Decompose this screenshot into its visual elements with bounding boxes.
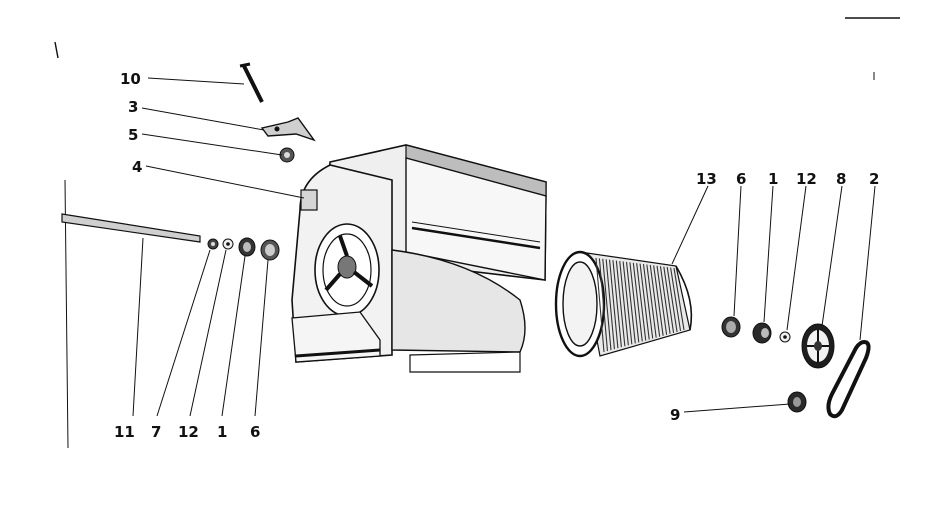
wheel-blade <box>598 258 609 352</box>
callout-13: 13 <box>696 170 717 188</box>
wheel-blade <box>636 263 647 341</box>
wheel-blade <box>659 266 671 334</box>
callout-7: 7 <box>151 423 161 441</box>
wheel-blade <box>605 259 615 350</box>
wheel-blade <box>663 266 675 333</box>
part-nut <box>279 147 295 163</box>
callout-4: 4 <box>132 158 142 176</box>
blower-housing <box>291 144 547 373</box>
wheel-blade <box>639 263 650 340</box>
leader-lines <box>132 77 876 417</box>
wheel-blade <box>622 261 633 345</box>
wheel-blade <box>595 257 605 353</box>
wheel-blade <box>670 267 682 332</box>
callout-12-bottom: 12 <box>178 423 199 441</box>
part-pulley <box>801 323 835 369</box>
callout-2: 2 <box>869 170 879 188</box>
callout-11: 11 <box>114 423 135 441</box>
callout-5: 5 <box>128 126 138 144</box>
wheel-blade <box>629 262 640 343</box>
part-shaft <box>61 213 201 243</box>
callout-6-top: 6 <box>736 170 746 188</box>
wheel-blade <box>632 262 643 342</box>
callout-6-bottom: 6 <box>250 423 260 441</box>
callout-1-bottom: 1 <box>217 423 227 441</box>
callout-1-top: 1 <box>768 170 778 188</box>
wheel-blade <box>612 260 622 348</box>
wheel-blade <box>673 267 685 331</box>
wheel-blade <box>646 264 657 338</box>
part-collar <box>207 238 219 250</box>
part-mount-right <box>721 316 741 338</box>
callout-3: 3 <box>128 98 138 116</box>
part-washer-right <box>779 331 791 343</box>
part-blower-wheel <box>554 250 693 358</box>
wheel-blade <box>649 264 661 337</box>
wheel-blade <box>642 264 654 339</box>
border-marks <box>54 17 900 449</box>
wheel-blade <box>653 265 664 336</box>
part-bearing-right <box>752 322 772 344</box>
part-bracket <box>260 117 316 142</box>
part-belt <box>826 339 871 419</box>
part-mount-left <box>260 239 280 261</box>
wheel-blade <box>609 259 619 349</box>
wheel-blade <box>625 261 636 344</box>
wheel-blade <box>602 258 612 351</box>
callout-12-top: 12 <box>796 170 817 188</box>
part-bearing-left <box>238 237 256 257</box>
callout-9: 9 <box>670 406 680 424</box>
wheel-blade <box>619 260 629 346</box>
wheel-blade <box>666 267 678 332</box>
callout-labels: 10 3 5 4 13 6 1 12 8 2 9 11 7 12 1 6 <box>114 70 879 441</box>
callout-10: 10 <box>120 70 141 88</box>
part-screw <box>239 62 264 103</box>
part-washer <box>222 238 234 250</box>
part-motor-mount <box>787 391 807 413</box>
wheel-blade <box>656 265 668 335</box>
callout-8: 8 <box>836 170 846 188</box>
wheel-blade <box>615 260 626 347</box>
